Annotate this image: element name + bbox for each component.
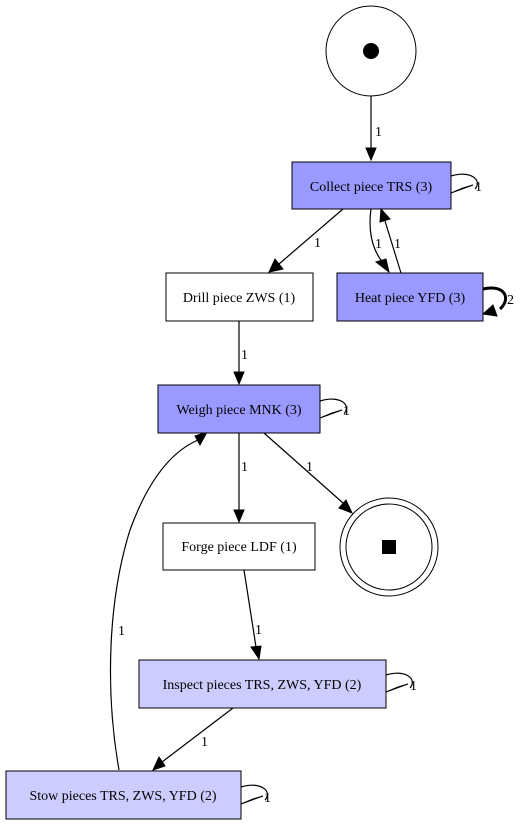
activity-drill[interactable]: Drill piece ZWS (1) <box>165 272 314 322</box>
activity-inspect[interactable]: Inspect pieces TRS, ZWS, YFD (2) <box>138 659 387 709</box>
activity-label: Stow pieces TRS, ZWS, YFD (2) <box>29 789 216 804</box>
activity-label: Drill piece ZWS (1) <box>183 291 296 306</box>
activity-forge[interactable]: Forge piece LDF (1) <box>162 522 316 571</box>
edge-forge-inspect[interactable]: 1 <box>243 569 262 661</box>
edge-stow-weigh[interactable]: 1 <box>109 431 209 771</box>
filled-square-icon <box>382 540 396 554</box>
edge-label: 1 <box>201 735 208 750</box>
edge-start-collect[interactable]: 1 <box>365 96 382 162</box>
edge-collect-drill[interactable]: 1 <box>268 208 344 273</box>
edge-label: 1 <box>264 791 271 806</box>
edge-inspect-stow[interactable]: 1 <box>152 707 234 771</box>
activity-collect[interactable]: Collect piece TRS (3) <box>291 161 452 210</box>
edge-label: 1 <box>241 460 248 475</box>
start-node[interactable] <box>325 5 417 97</box>
edge-label: 1 <box>475 180 482 195</box>
edge-label: 1 <box>314 236 321 251</box>
edge-weigh-end[interactable]: 1 <box>263 432 353 514</box>
edge-label: 1 <box>410 679 417 694</box>
edge-label: 1 <box>343 404 350 419</box>
edge-label: 2 <box>507 293 514 308</box>
nodes: Collect piece TRS (3) Drill piece ZWS (1… <box>5 5 484 820</box>
edge-label: 1 <box>306 460 313 475</box>
edge-label: 1 <box>241 348 248 363</box>
edge-label: 1 <box>375 125 382 140</box>
activity-label: Heat piece YFD (3) <box>355 291 466 306</box>
filled-circle-icon <box>363 43 379 59</box>
edge-inspect-self[interactable]: 1 <box>385 672 417 694</box>
edge-label: 1 <box>255 623 262 638</box>
edge-collect-heat[interactable]: 1 <box>369 208 390 274</box>
end-node[interactable] <box>339 497 439 597</box>
edge-stow-self[interactable]: 1 <box>240 784 271 806</box>
edge-heat-collect[interactable]: 1 <box>379 207 402 274</box>
activity-label: Collect piece TRS (3) <box>310 180 433 195</box>
edge-heat-self[interactable]: 2 <box>481 286 514 317</box>
edge-label: 1 <box>375 237 382 252</box>
activity-label: Forge piece LDF (1) <box>181 540 297 555</box>
activity-weigh[interactable]: Weigh piece MNK (3) <box>157 384 321 434</box>
activity-heat[interactable]: Heat piece YFD (3) <box>336 272 484 322</box>
edge-weigh-forge[interactable]: 1 <box>233 433 248 524</box>
activity-label: Inspect pieces TRS, ZWS, YFD (2) <box>163 678 362 693</box>
edge-drill-weigh[interactable]: 1 <box>233 321 248 386</box>
edges: 1 1 1 1 1 2 <box>109 96 514 806</box>
edge-weigh-self[interactable]: 1 <box>319 398 350 419</box>
edge-label: 1 <box>394 237 401 252</box>
activity-label: Weigh piece MNK (3) <box>176 403 302 418</box>
activity-stow[interactable]: Stow pieces TRS, ZWS, YFD (2) <box>5 770 242 820</box>
edge-label: 1 <box>118 624 125 639</box>
edge-collect-self[interactable]: 1 <box>450 173 482 195</box>
